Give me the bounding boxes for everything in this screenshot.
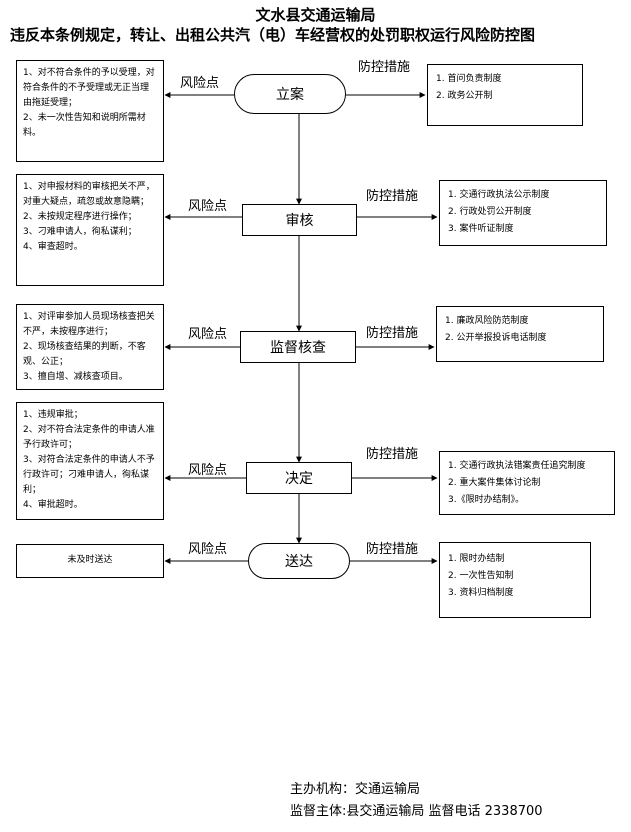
step-node-review: 审核 (242, 204, 357, 236)
control-box-filing: 1. 首问负责制度 2. 政务公开制 (427, 64, 583, 126)
footer-sponsor: 主办机构：交通运输局 (290, 782, 421, 797)
control-item: 1. 限时办结制 (448, 554, 505, 564)
risk-box-delivery: 未及时送达 (16, 544, 164, 578)
risk-item: 未及时送达 (67, 555, 113, 565)
risk-box-inspection: 1、对评审参加人员现场核查把关不严，未按程序进行； 2、现场核查结果的判断，不客… (16, 304, 164, 390)
page-title: 文水县交通运输局 (255, 6, 376, 24)
control-label: 防控措施 (366, 326, 419, 341)
control-item: 3.《限时办结制》。 (448, 495, 525, 505)
diagram-subtitle: 违反本条例规定，转让、出租公共汽（电）车经营权的处罚职权运行风险防控图 (10, 26, 536, 44)
risk-label: 风险点 (180, 76, 220, 91)
control-label: 防控措施 (366, 447, 419, 462)
control-item: 1. 首问负责制度 (436, 74, 502, 84)
control-box-decision: 1. 交通行政执法错案责任追究制度 2. 重大案件集体讨论制 3.《限时办结制》… (439, 451, 615, 515)
risk-item: 1、对申报材料的审核把关不严，对重大疑点，疏忽或故意隐瞒； (23, 182, 155, 207)
control-item: 2. 公开举报投诉电话制度 (445, 333, 547, 343)
risk-box-filing: 1、对不符合条件的予以受理，对符合条件的不予受理或无正当理由拖延受理； 2、未一… (16, 60, 164, 162)
risk-item: 3、擅自增、减核查项目。 (23, 372, 128, 382)
control-box-delivery: 1. 限时办结制 2. 一次性告知制 3. 资料归档制度 (439, 542, 591, 618)
risk-item: 1、对评审参加人员现场核查把关不严，未按程序进行； (23, 312, 155, 337)
risk-item: 2、未一次性告知和说明所需材料。 (23, 113, 146, 138)
control-item: 2. 行政处罚公开制度 (448, 207, 532, 217)
control-box-review: 1. 交通行政执法公示制度 2. 行政处罚公开制度 3. 案件听证制度 (439, 180, 607, 246)
step-node-delivery: 送达 (248, 543, 350, 579)
risk-item: 2、未按规定程序进行操作； (23, 212, 137, 222)
step-node-decision: 决定 (246, 462, 352, 494)
risk-label: 风险点 (188, 327, 228, 342)
control-item: 1. 廉政风险防范制度 (445, 316, 529, 326)
risk-item: 1、违规审批； (23, 410, 83, 420)
control-item: 2. 一次性告知制 (448, 571, 514, 581)
risk-box-decision: 1、违规审批； 2、对不符合法定条件的申请人准予行政许可； 3、对符合法定条件的… (16, 402, 164, 520)
footer-supervisor: 监督主体:县交通运输局 监督电话 2338700 (290, 804, 543, 819)
control-label: 防控措施 (366, 189, 419, 204)
risk-label: 风险点 (188, 542, 228, 557)
control-item: 2. 政务公开制 (436, 91, 493, 101)
control-label: 防控措施 (358, 60, 411, 75)
risk-item: 2、对不符合法定条件的申请人准予行政许可； (23, 425, 155, 450)
control-item: 3. 资料归档制度 (448, 588, 514, 598)
control-item: 1. 交通行政执法错案责任追究制度 (448, 461, 586, 471)
risk-item: 1、对不符合条件的予以受理，对符合条件的不予受理或无正当理由拖延受理； (23, 68, 155, 108)
step-node-filing: 立案 (234, 74, 346, 114)
step-node-inspection: 监督核查 (240, 331, 356, 363)
risk-item: 2、现场核查结果的判断，不客观、公正； (23, 342, 146, 367)
risk-box-review: 1、对申报材料的审核把关不严，对重大疑点，疏忽或故意隐瞒； 2、未按规定程序进行… (16, 174, 164, 286)
control-item: 3. 案件听证制度 (448, 224, 514, 234)
control-box-inspection: 1. 廉政风险防范制度 2. 公开举报投诉电话制度 (436, 306, 604, 362)
risk-item: 4、审批超时。 (23, 500, 83, 510)
control-label: 防控措施 (366, 542, 419, 557)
control-item: 2. 重大案件集体讨论制 (448, 478, 541, 488)
risk-label: 风险点 (188, 463, 228, 478)
risk-item: 3、刁难申请人，徇私谋利； (23, 227, 137, 237)
risk-label: 风险点 (188, 199, 228, 214)
control-item: 1. 交通行政执法公示制度 (448, 190, 550, 200)
risk-item: 3、对符合法定条件的申请人不予行政许可；刁难申请人，徇私谋利； (23, 455, 155, 495)
risk-item: 4、审查超时。 (23, 242, 83, 252)
